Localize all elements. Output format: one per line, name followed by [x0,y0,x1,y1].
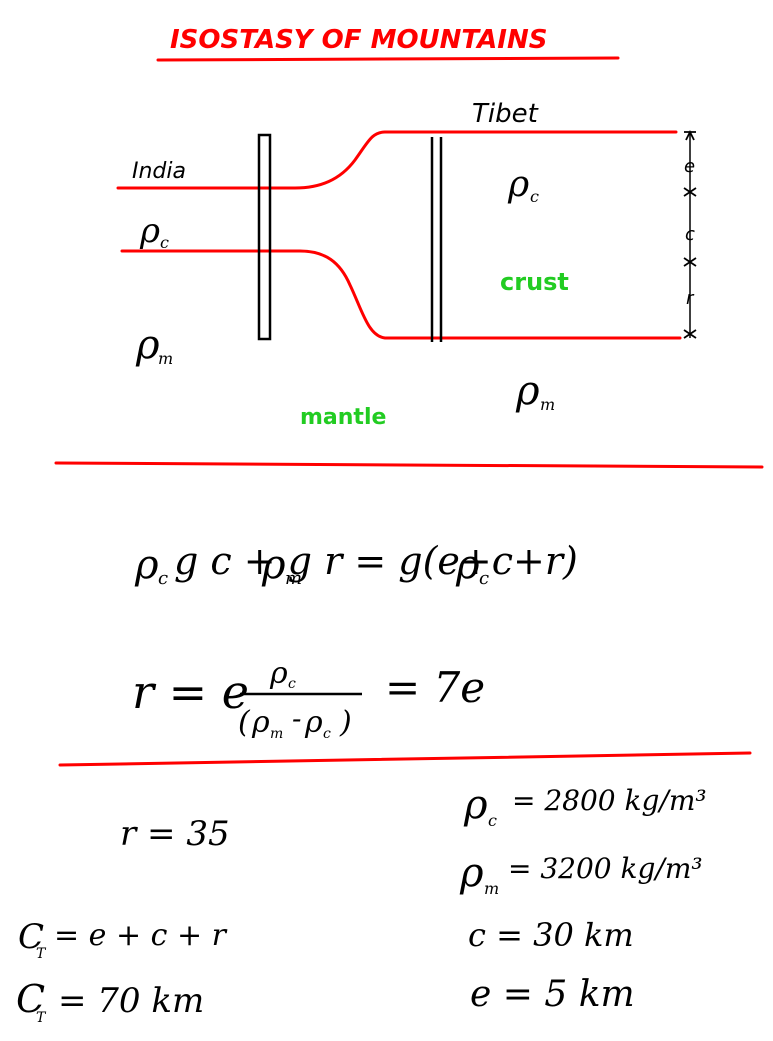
dimension-markers: e c r [683,129,697,339]
svg-text:ρ: ρ [269,656,288,691]
svg-text:ρ: ρ [459,850,484,896]
svg-text:ρ: ρ [463,782,488,828]
dim-e-label: e [684,156,695,177]
svg-text:= 2800 kg/m³: = 2800 kg/m³ [512,784,707,817]
dim-c-label: c [685,224,695,245]
svg-text:ρ: ρ [134,542,159,588]
ct-value: C T = 70 km [16,977,204,1026]
svg-text:g c + g r = g(e+c+r): g c + g r = g(e+c+r) [174,539,578,583]
svg-text:c: c [488,811,497,830]
svg-text:ρ: ρ [139,211,160,251]
svg-text:c: c [323,726,331,742]
svg-text:= e + c + r: = e + c + r [54,918,228,953]
r-result: r = 35 [120,814,230,854]
svg-text:ρ: ρ [455,542,480,588]
svg-text:C: C [18,917,44,957]
given-e: e = 5 km [470,974,635,1015]
ct-formula: C T = e + c + r [18,917,228,962]
rho-c-left-label: ρ c [139,211,169,252]
crust-top-surface [116,130,678,190]
svg-text:r = e: r = e [132,665,249,719]
svg-text:= 7e: = 7e [385,663,485,712]
svg-text:= 3200 kg/m³: = 3200 kg/m³ [508,852,703,885]
svg-text:ρ: ρ [135,322,160,368]
svg-text:c: c [530,187,539,206]
svg-text:): ) [339,705,352,740]
svg-text:m: m [270,726,283,742]
given-rho-m: ρ m = 3200 kg/m³ [459,850,703,898]
given-c: c = 30 km [468,916,634,954]
svg-text:c: c [158,568,168,589]
separator-1 [54,461,764,469]
svg-text:T: T [36,946,47,962]
svg-text:ρ: ρ [304,705,323,740]
india-section-bar [257,133,272,341]
svg-text:ρ: ρ [261,542,286,588]
title-underline [156,56,620,62]
svg-text:-: - [292,702,301,735]
svg-text:m: m [158,349,173,368]
crust-label: crust [500,268,569,296]
svg-text:m: m [484,879,499,898]
mantle-label: mantle [300,405,386,430]
svg-text:(: ( [238,705,251,740]
svg-text:T: T [36,1010,47,1026]
svg-text:m: m [285,568,302,589]
crust-bottom-boundary [120,249,682,340]
svg-text:c: c [288,676,296,692]
balance-equation: ρ c ρ m ρ c g c + g r = g(e+c+r) [134,539,578,589]
svg-text:= 70 km: = 70 km [58,981,204,1021]
india-label: India [132,159,186,184]
page-title: ISOSTASY OF MOUNTAINS [170,25,547,55]
svg-text:c: c [160,233,169,252]
svg-text:ρ: ρ [507,164,529,205]
svg-text:m: m [540,395,555,414]
svg-text:ρ: ρ [251,705,270,740]
given-rho-c: ρ c = 2800 kg/m³ [463,782,707,830]
rho-m-right-label: ρ m [515,368,555,414]
rho-c-tibet-label: ρ c [507,164,539,206]
r-equation: r = e ρ c ( ρ m - ρ c ) = 7e [132,656,485,742]
svg-text:ρ: ρ [515,368,540,414]
separator-2 [58,751,752,767]
rho-m-left-label: ρ m [135,322,173,368]
svg-text:C: C [16,977,45,1021]
svg-text:c: c [479,568,489,589]
dim-r-label: r [686,288,695,309]
tibet-label: Tibet [472,99,539,129]
